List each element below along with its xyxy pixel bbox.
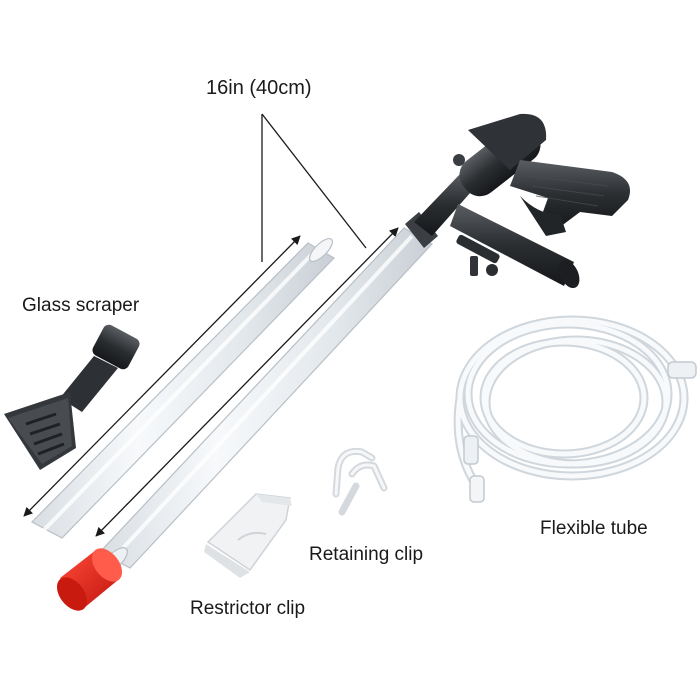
retaining-clip-label: Retaining clip <box>309 544 424 565</box>
flexible-tube <box>453 315 697 503</box>
restrictor-clip-bracket <box>204 493 292 578</box>
retaining-clip-detail <box>334 449 386 496</box>
valve-knob <box>456 234 500 264</box>
tube-length-arrow <box>95 227 399 537</box>
retaining-clip <box>332 447 388 516</box>
tube-length-arrow <box>23 235 301 517</box>
siphon-handle <box>414 113 630 289</box>
trigger <box>520 196 566 236</box>
tube-connector <box>405 212 438 248</box>
dimension-leader-line <box>261 113 367 249</box>
dimension-arrows <box>23 113 399 537</box>
glass-scraper-label: Glass scraper <box>22 295 140 316</box>
tube-end-fitting <box>667 361 697 379</box>
restrictor-clip-label: Restrictor clip <box>190 598 306 619</box>
restrictor-cap <box>56 548 123 611</box>
flexible-tube-label: Flexible tube <box>540 518 648 539</box>
tube-end-fitting <box>463 435 479 465</box>
extension-tube-left <box>31 237 335 539</box>
outlet-pipe <box>450 204 574 286</box>
glass-scraper <box>4 324 140 470</box>
dimension-label: 16in (40cm) <box>206 77 312 99</box>
pistol-grip <box>510 160 630 230</box>
